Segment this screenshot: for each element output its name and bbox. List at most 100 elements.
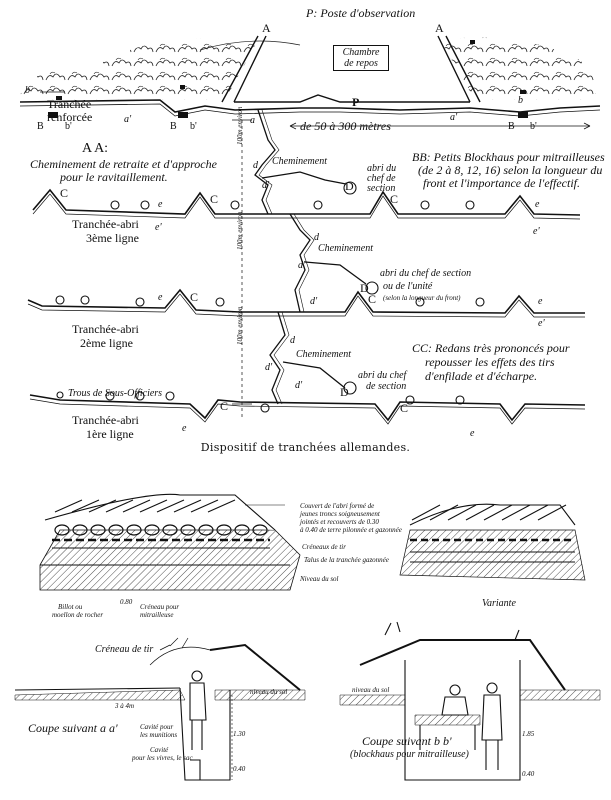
letter-C-7: C	[400, 401, 409, 415]
letter-d-2: d	[314, 232, 319, 243]
letter-a-prime-1: a'	[124, 114, 132, 125]
spacing-lines	[232, 119, 252, 420]
letter-B-1: B	[37, 121, 44, 132]
letter-C-4: C	[190, 290, 199, 304]
abri-chef-b-line-3: (selon la longueur du front)	[383, 294, 461, 302]
niveau-label: Niveau du sol	[300, 575, 339, 583]
letter-b-2: b	[518, 95, 523, 106]
section-a-cavite-2: les munitions	[140, 731, 178, 739]
creneau-mitr-label-1: Créneau pour	[140, 603, 180, 611]
distance-100-a: 100m environ	[236, 106, 244, 145]
distance-100-c: 100m environ	[236, 306, 244, 345]
talus-label: Talus de la tranchée gazonnée	[304, 556, 389, 564]
letter-A-left: A	[262, 21, 271, 35]
section-a-title: Coupe suivant a a'	[28, 721, 118, 735]
blockhaus-perspective	[39, 493, 301, 591]
rest-room-label: Chambre de repos	[333, 45, 389, 71]
section-a-cavite-3: Cavité	[150, 746, 169, 754]
letter-D-1: D	[345, 179, 354, 193]
cheminement-label-1: Cheminement	[272, 156, 327, 167]
section-b-title-1: Coupe suivant b b'	[362, 734, 452, 748]
letter-e-2: e	[535, 199, 540, 210]
letter-b-prime-3: b'	[530, 121, 537, 132]
trench-3-label-a: Tranchée-abri	[72, 217, 139, 231]
cheminement-label-3: Cheminement	[296, 349, 351, 360]
dim-080: 0.80	[120, 598, 133, 606]
letter-A-right: A	[435, 21, 444, 35]
abri-chef-line-1: abri du	[367, 163, 397, 174]
letter-D-2: D	[360, 281, 369, 295]
cheminement-label-2: Cheminement	[318, 243, 373, 254]
trench-line-2	[27, 288, 585, 318]
trench-2-label-a: Tranchée-abri	[72, 322, 139, 336]
letter-e-5: e	[182, 423, 187, 434]
distance-arrow	[289, 122, 591, 130]
trench-1-label-a: Tranchée-abri	[72, 413, 139, 427]
letter-d-prime-2: d'	[298, 260, 306, 271]
section-b-niveau: niveau du sol	[352, 686, 390, 694]
trench-3-label-b: 3ème ligne	[86, 231, 139, 245]
letter-b-1: b	[25, 85, 30, 96]
abri-chef-line-2: chef de	[367, 173, 396, 184]
distance-label: de 50 à 300 mètres	[300, 119, 391, 133]
creneaux-label: Créneaux de tir	[302, 543, 346, 551]
letter-C-3: C	[390, 192, 399, 206]
trench-2-label-b: 2ème ligne	[80, 336, 133, 350]
creneau-mitr-label-2: mitrailleuse	[140, 611, 174, 619]
abri-chef-c-line-2: de section	[366, 381, 407, 392]
reinforced-trench-label-2: renforcée	[47, 110, 93, 124]
letter-C-5: C	[368, 292, 377, 306]
forest-area	[20, 37, 596, 100]
letter-d-prime-5: d'	[295, 380, 303, 391]
cheminement-routes	[254, 109, 367, 405]
letter-b-prime-1: b'	[65, 121, 72, 132]
legend-bb-title: BB: Petits Blockhaus pour mitrailleuses	[412, 150, 605, 164]
section-b-dim-2: 0.40	[522, 770, 535, 778]
letter-e-prime-4: e'	[538, 318, 545, 329]
letter-e-1: e	[158, 199, 163, 210]
letter-e-prime-2: e'	[533, 226, 540, 237]
section-a-cavite-4: pour les vivres, le sac	[132, 754, 193, 762]
distance-100-b: 100m environ	[236, 211, 244, 250]
letter-b-prime-2: b'	[190, 121, 197, 132]
section-a-dim-2: 0.40	[233, 765, 246, 773]
trench-line-3	[32, 188, 581, 220]
abri-chef-b-line-1: abri du chef de section	[380, 268, 472, 279]
figure-caption: Dispositif de tranchées allemandes.	[200, 441, 411, 454]
legend-bb-text-2: front et l'importance de l'effectif.	[423, 176, 580, 190]
letter-P: P	[352, 95, 360, 109]
letter-B-3: B	[508, 121, 515, 132]
letter-C-6: C	[220, 399, 229, 413]
letter-d-prime-1: d'	[262, 180, 270, 191]
abri-chef-b-line-2: ou de l'unité	[383, 281, 433, 292]
variante-label: Variante	[482, 598, 516, 609]
letter-e-4: e	[538, 296, 543, 307]
legend-cc-text-1: repousser les effets des tirs	[425, 355, 555, 369]
trench-1-label-b: 1ère ligne	[86, 427, 134, 441]
legend-cc-title: CC: Redans très prononcés pour	[412, 341, 570, 355]
section-a-dim-1: 1.30	[233, 730, 246, 738]
letter-e-6: e	[470, 428, 475, 439]
abri-chef-c-line-1: abri du chef	[358, 370, 407, 381]
blockhaus-markers-top	[48, 40, 528, 118]
section-a-drawing	[14, 637, 306, 781]
letter-C-2: C	[210, 192, 219, 206]
roof-text-1: Couvert de l'abri formé de	[300, 502, 375, 510]
letter-d-1: d	[253, 160, 258, 171]
legend-cc-text-2: d'enfilade et d'écharpe.	[425, 369, 538, 383]
legend-aa-text-2: pour le ravitaillement.	[60, 170, 168, 184]
troux-label: Trous de Sous-Officiers	[68, 388, 163, 399]
legend-aa-text-1: Cheminement de retraite et d'approche	[30, 157, 217, 171]
reinforced-trench-label-1: Tranchée	[47, 97, 92, 111]
observation-wedge	[221, 35, 481, 103]
trench-line-1	[29, 394, 586, 425]
billot-label-2: moellon de rocher	[52, 611, 104, 619]
letter-e-3: e	[158, 292, 163, 303]
blockhaus-variante	[399, 503, 586, 581]
letter-d-prime-4: d'	[265, 362, 273, 373]
abri-chef-line-3: section	[367, 183, 396, 194]
letter-d-prime-3: d'	[310, 296, 318, 307]
billot-label-1: Billot ou	[58, 603, 83, 611]
